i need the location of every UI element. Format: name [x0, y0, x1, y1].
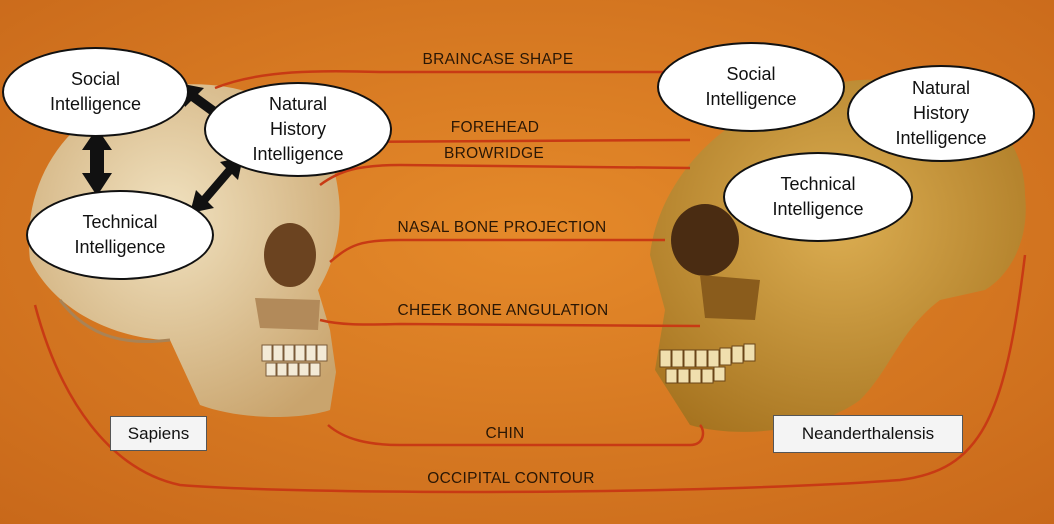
feature-chin: CHIN	[485, 425, 524, 443]
neanderthal-social-intelligence-bubble: Social Intelligence	[657, 42, 845, 132]
feature-occipital-contour: OCCIPITAL CONTOUR	[427, 470, 595, 488]
feature-forehead: FOREHEAD	[451, 119, 540, 137]
feature-braincase-shape: BRAINCASE SHAPE	[423, 51, 574, 69]
feature-browridge: BROWRIDGE	[444, 145, 544, 163]
sapiens-natural-history-intelligence-bubble: Natural History Intelligence	[204, 82, 392, 177]
sapiens-technical-intelligence-bubble: Technical Intelligence	[26, 190, 214, 280]
sapiens-label: Sapiens	[110, 416, 207, 451]
neanderthalensis-label: Neanderthalensis	[773, 415, 963, 453]
neanderthal-technical-intelligence-bubble: Technical Intelligence	[723, 152, 913, 242]
neanderthal-natural-history-intelligence-bubble: Natural History Intelligence	[847, 65, 1035, 162]
feature-nasal-bone-projection: NASAL BONE PROJECTION	[398, 219, 607, 237]
feature-cheek-bone-angulation: CHEEK BONE ANGULATION	[397, 302, 608, 320]
sapiens-social-intelligence-bubble: Social Intelligence	[2, 47, 189, 137]
